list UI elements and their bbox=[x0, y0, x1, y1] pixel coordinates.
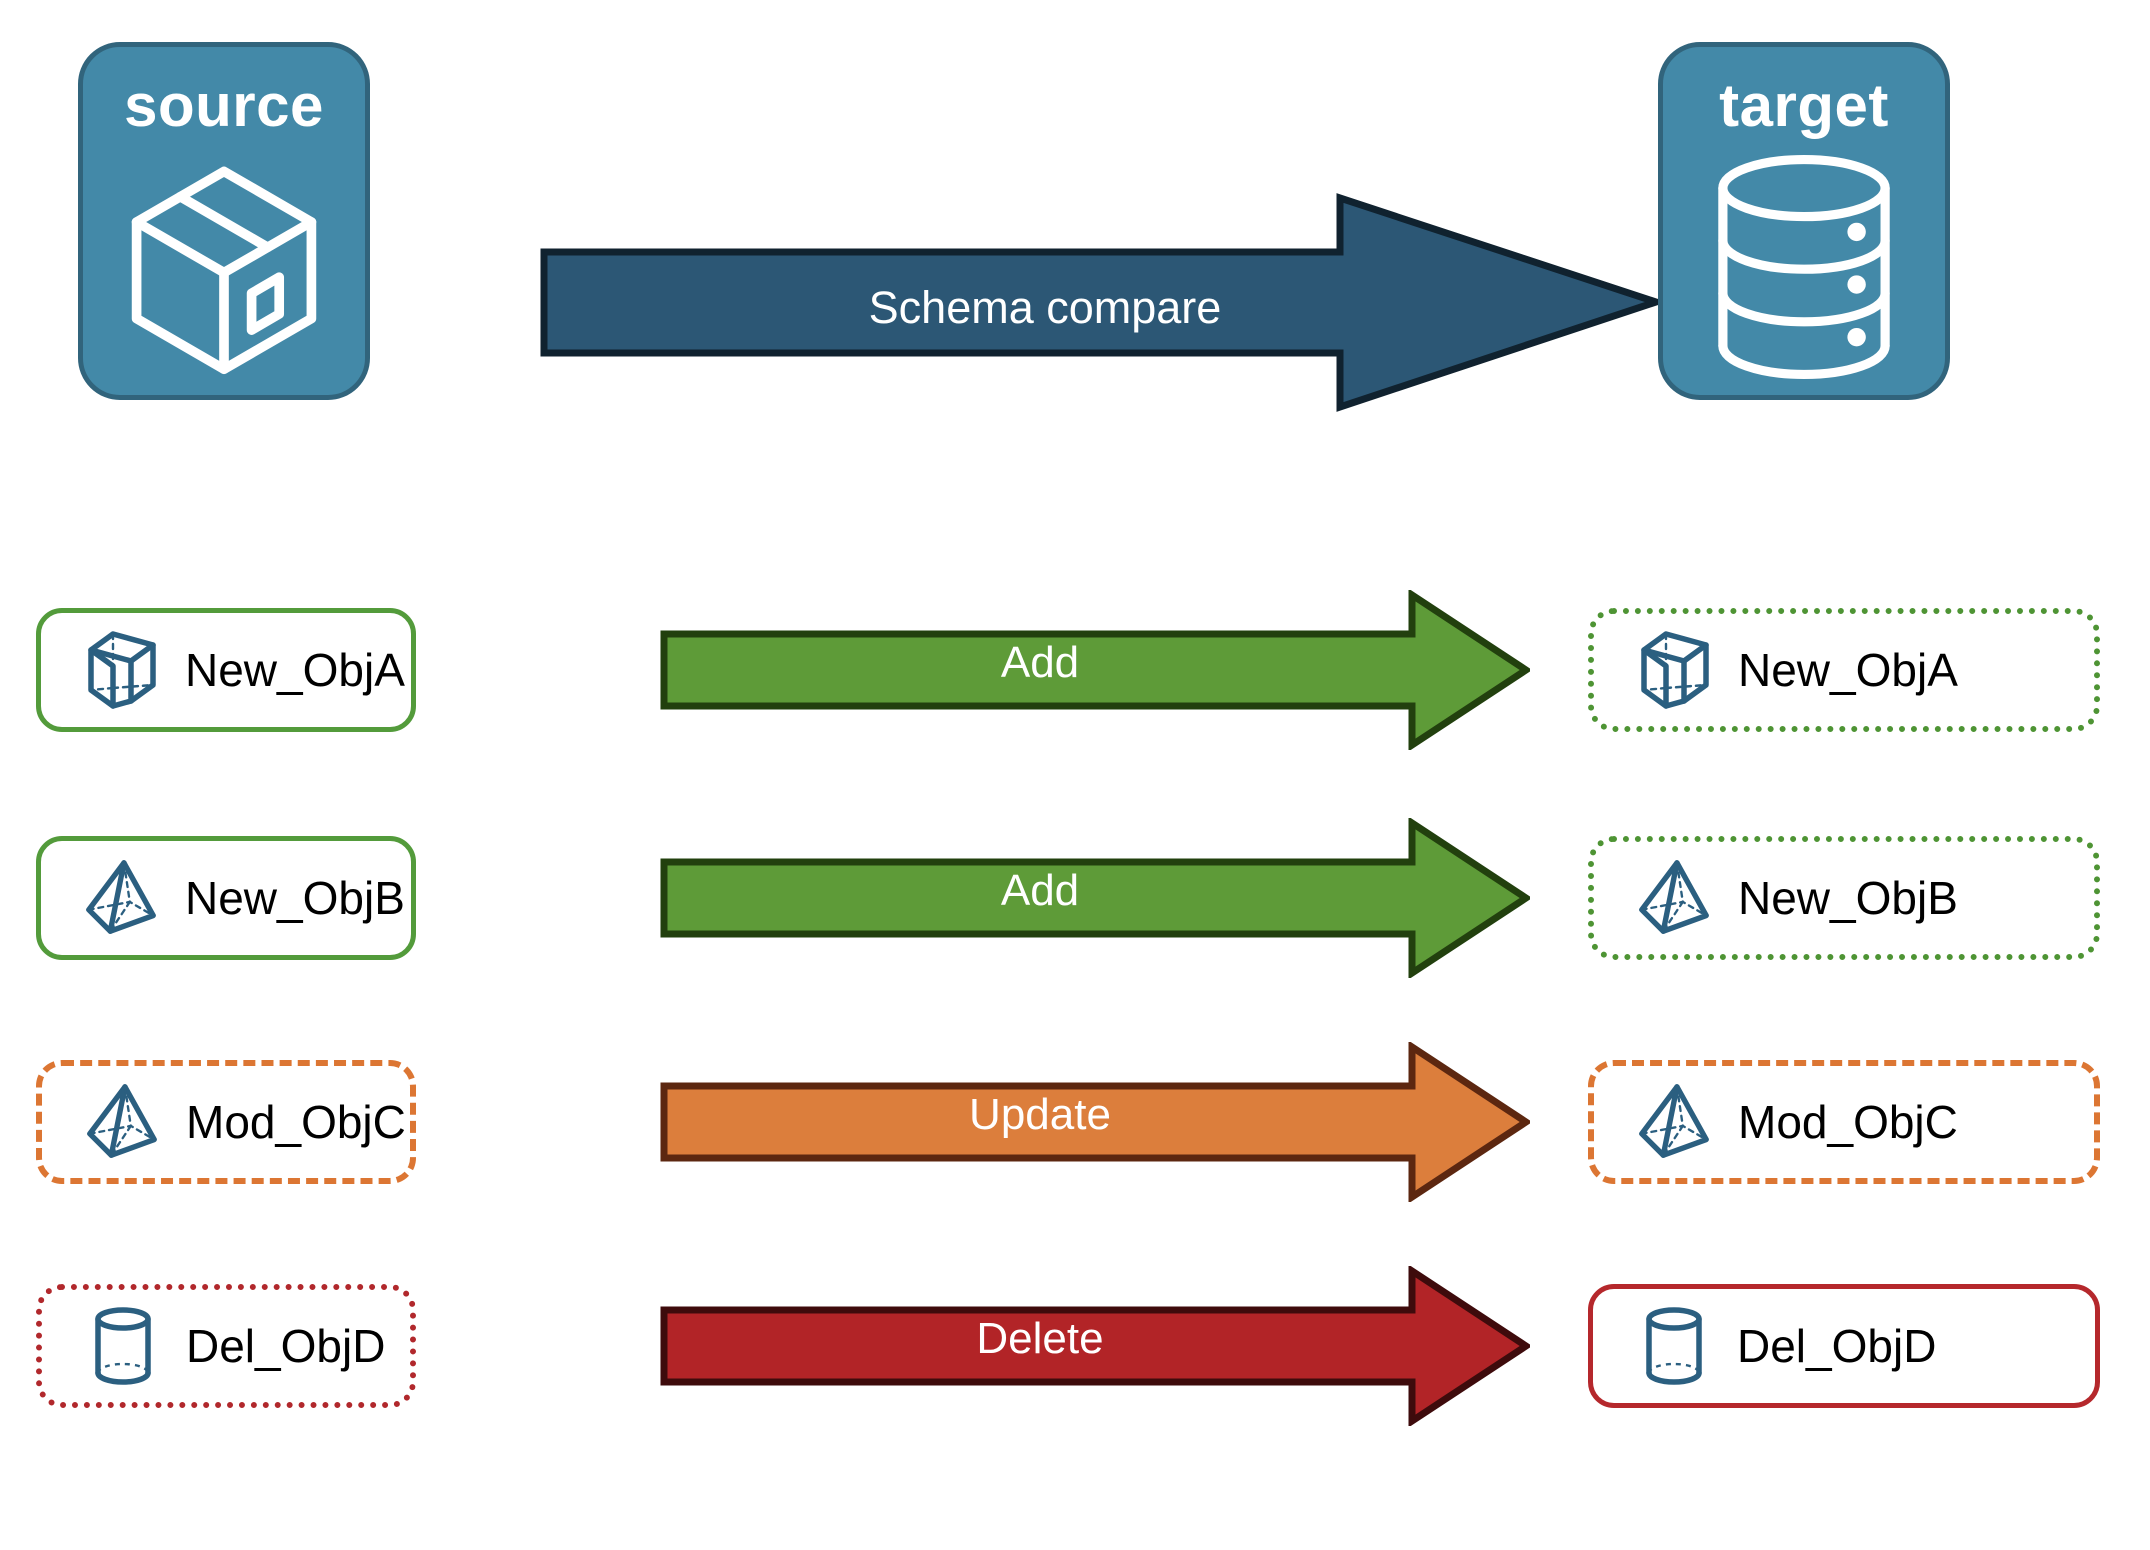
endpoint-title-target: target bbox=[1719, 72, 1889, 139]
target-object-label: Del_ObjD bbox=[1737, 1320, 1937, 1372]
database-cylinder-icon bbox=[1694, 153, 1914, 386]
wireframe-cube-icon bbox=[81, 624, 163, 716]
target-object-card[interactable]: Mod_ObjC bbox=[1588, 1060, 2100, 1184]
endpoint-card-source[interactable]: source bbox=[78, 42, 370, 400]
action-arrow-update bbox=[660, 1042, 1530, 1202]
action-arrow-delete bbox=[660, 1266, 1530, 1426]
source-object-card[interactable]: Del_ObjD bbox=[36, 1284, 416, 1408]
target-object-card[interactable]: New_ObjA bbox=[1588, 608, 2100, 732]
target-object-card[interactable]: New_ObjB bbox=[1588, 836, 2100, 960]
source-object-card[interactable]: Mod_ObjC bbox=[36, 1060, 416, 1184]
source-object-label: Mod_ObjC bbox=[186, 1096, 406, 1148]
action-arrow-add bbox=[660, 590, 1530, 750]
schema-compare-arrow bbox=[540, 193, 1660, 412]
endpoint-title-source: source bbox=[124, 72, 324, 139]
source-object-card[interactable]: New_ObjB bbox=[36, 836, 416, 960]
target-object-label: New_ObjB bbox=[1738, 872, 1958, 924]
source-object-label: New_ObjB bbox=[185, 872, 405, 924]
package-cube-icon bbox=[109, 153, 339, 388]
wireframe-pyramid-icon bbox=[81, 852, 163, 944]
source-object-card[interactable]: New_ObjA bbox=[36, 608, 416, 732]
wireframe-cylinder-icon bbox=[1633, 1300, 1715, 1392]
wireframe-cylinder-icon bbox=[82, 1300, 164, 1392]
target-object-label: New_ObjA bbox=[1738, 644, 1958, 696]
wireframe-cube-icon bbox=[1634, 624, 1716, 716]
target-object-card[interactable]: Del_ObjD bbox=[1588, 1284, 2100, 1408]
wireframe-pyramid-icon bbox=[1634, 1076, 1716, 1168]
wireframe-pyramid-icon bbox=[1634, 852, 1716, 944]
source-object-label: Del_ObjD bbox=[186, 1320, 386, 1372]
action-arrow-add bbox=[660, 818, 1530, 978]
endpoint-card-target[interactable]: target bbox=[1658, 42, 1950, 400]
wireframe-pyramid-icon bbox=[82, 1076, 164, 1168]
target-object-label: Mod_ObjC bbox=[1738, 1096, 1958, 1148]
source-object-label: New_ObjA bbox=[185, 644, 405, 696]
